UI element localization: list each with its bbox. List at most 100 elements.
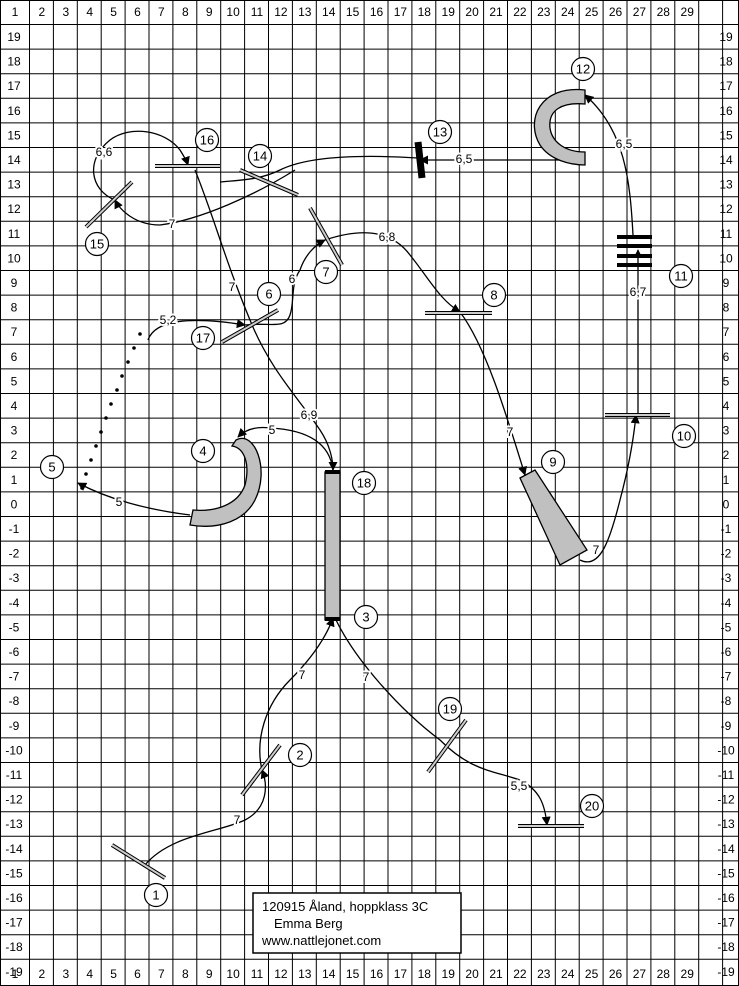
distance-label: 7: [507, 425, 514, 439]
obstacle-number: 16: [200, 133, 214, 148]
distance-label: 7: [593, 543, 600, 557]
x-label-top: 22: [513, 5, 527, 19]
y-label-right: 19: [719, 30, 733, 44]
obstacle-number: 10: [677, 429, 691, 444]
y-label-right: 17: [719, 79, 733, 93]
obstacle-number-circle: [579, 793, 605, 819]
path-4-5: [77, 482, 191, 516]
obstacle-number-circle: [313, 259, 339, 285]
y-label-left: -3: [9, 571, 20, 585]
x-label-top: 25: [585, 5, 599, 19]
obstacle-number-circle: [540, 449, 566, 475]
obstacle-number: 6: [265, 287, 272, 302]
x-label-bottom: 7: [158, 967, 165, 981]
x-label-bottom: 14: [322, 967, 336, 981]
obstacle-number-circle: [351, 470, 377, 496]
distance-label: 5: [269, 423, 276, 437]
y-label-left: -16: [5, 891, 23, 905]
y-label-right: 4: [723, 399, 730, 413]
y-label-left: -5: [9, 620, 20, 634]
obstacle-number: 18: [357, 476, 371, 491]
x-label-bottom: 20: [465, 967, 479, 981]
x-label-bottom: 17: [394, 967, 408, 981]
distance-label: 7: [299, 668, 306, 682]
x-label-top: 29: [681, 5, 695, 19]
y-label-right: -15: [717, 866, 735, 880]
x-label-top: 17: [394, 5, 408, 19]
y-label-right: 11: [720, 227, 733, 241]
path-5-17: [147, 319, 246, 341]
x-label-top: 27: [633, 5, 647, 19]
obstacle-number-circle: [570, 56, 596, 82]
y-label-left: -12: [5, 793, 23, 807]
x-label-bottom: 29: [681, 967, 695, 981]
y-label-left: -13: [5, 817, 23, 831]
path-13-14: [219, 155, 419, 183]
x-label-top: 7: [158, 5, 165, 19]
y-label-right: 15: [719, 128, 733, 142]
y-label-right: 5: [723, 374, 730, 388]
y-label-left: 10: [7, 251, 21, 265]
y-label-right: 0: [723, 497, 730, 511]
obstacle-number: 5: [48, 460, 55, 475]
x-label-bottom: 6: [134, 967, 141, 981]
y-axis-labels-right: 191817161514131211109876543210-1-2-3-4-5…: [717, 30, 735, 979]
y-axis-labels-left: 191817161514131211109876543210-1-2-3-4-5…: [5, 30, 23, 979]
obstacle-number: 20: [585, 799, 599, 814]
obstacle-number-circle: [256, 281, 282, 307]
obstacle-number-circle: [287, 742, 313, 768]
obstacle-number-circle: [668, 263, 694, 289]
obstacle-number-circle: [84, 231, 110, 257]
x-label-bottom: 10: [226, 967, 240, 981]
x-label-top: 2: [39, 5, 46, 19]
path-16-18: [194, 169, 338, 471]
y-label-left: -1: [9, 522, 20, 536]
path-3-19: [334, 617, 551, 826]
course-path: [77, 94, 643, 866]
y-label-left: 7: [11, 325, 18, 339]
path-14-15: [114, 169, 296, 226]
obstacle-number: 3: [362, 610, 369, 625]
distance-label: 7: [229, 280, 236, 294]
x-label-bottom: 4: [86, 967, 93, 981]
x-label-bottom: 28: [657, 967, 671, 981]
x-label-top: 23: [537, 5, 551, 19]
y-label-left: 1: [11, 473, 18, 487]
obstacle-number: 12: [576, 62, 590, 77]
y-label-right: -3: [721, 571, 732, 585]
x-label-bottom: 21: [489, 967, 503, 981]
x-label-bottom: 16: [370, 967, 384, 981]
tunnel-end-top: [325, 470, 340, 474]
x-label-bottom: 19: [442, 967, 456, 981]
x-label-top: 28: [657, 5, 671, 19]
y-label-right: 3: [723, 424, 730, 438]
y-label-left: 0: [11, 497, 18, 511]
obstacle-number: 15: [90, 237, 104, 252]
distance-label: 5: [116, 495, 123, 509]
distance-label: 6,7: [630, 285, 647, 299]
obstacle-number-circle: [481, 282, 507, 308]
x-label-top: 9: [206, 5, 213, 19]
x-label-bottom: 2: [39, 967, 46, 981]
obstacle-number-circle: [39, 454, 65, 480]
y-label-right: 2: [723, 448, 730, 462]
y-label-right: -6: [721, 645, 732, 659]
y-label-left: 17: [7, 79, 21, 93]
x-label-bottom: 24: [561, 967, 575, 981]
obstacle-number-circle: [143, 882, 169, 908]
x-label-top: 3: [62, 5, 69, 19]
distance-label: 6,9: [301, 408, 318, 422]
y-label-left: -4: [9, 596, 20, 610]
y-label-left: -2: [9, 547, 20, 561]
distance-label: 6,5: [616, 137, 633, 151]
obstacle-number: 11: [674, 269, 688, 284]
y-label-right: -10: [717, 743, 735, 757]
y-label-left: 6: [11, 350, 18, 364]
obstacle-number-circle: [671, 423, 697, 449]
distance-label: 7: [234, 813, 241, 827]
y-label-right: -11: [718, 768, 735, 782]
y-label-right: 8: [723, 301, 730, 315]
y-label-left: -19: [5, 965, 23, 979]
x-label-top: 11: [251, 5, 264, 19]
obstacle-number-circle: [194, 127, 220, 153]
